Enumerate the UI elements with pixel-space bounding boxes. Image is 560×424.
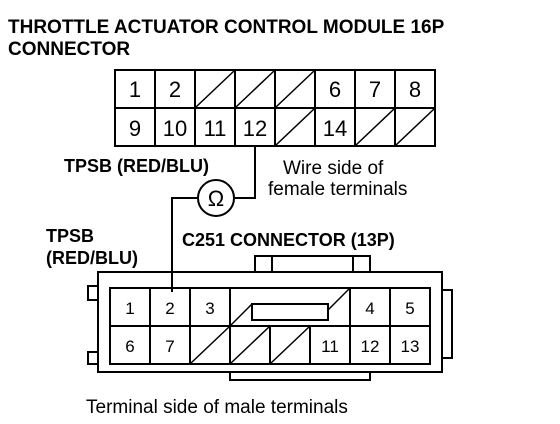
top-pin-10: 10 xyxy=(163,116,187,141)
c251-pin-7: 7 xyxy=(165,337,174,356)
ohmmeter-probe: Ω xyxy=(171,146,256,292)
tpsb-top-label: TPSB (RED/BLU) xyxy=(64,156,209,176)
top-pin-11: 11 xyxy=(204,116,227,141)
c251-pin-3: 3 xyxy=(205,299,214,318)
c251-pin-4: 4 xyxy=(365,299,374,318)
c251-connector: 1 2 3 4 5 6 7 11 12 13 xyxy=(87,255,453,381)
c251-pin-6: 6 xyxy=(125,337,134,356)
tpsb-left-line-2: (RED/BLU) xyxy=(46,248,138,268)
top-pin-8: 8 xyxy=(409,77,421,102)
c251-pin-11: 11 xyxy=(321,337,339,356)
c251-pin-5: 5 xyxy=(405,299,414,318)
title-line-1: THROTTLE ACTUATOR CONTROL MODULE 16P xyxy=(8,17,445,38)
c251-connector-title: C251 CONNECTOR (13P) xyxy=(182,230,395,250)
top-pin-6: 6 xyxy=(329,77,341,102)
top-pin-2: 2 xyxy=(169,77,181,102)
tpsb-left-line-1: TPSB xyxy=(46,226,94,246)
c251-pin-1: 1 xyxy=(125,299,134,318)
top-pin-12: 12 xyxy=(243,116,267,141)
wire-side-line-2: female terminals xyxy=(268,179,407,200)
top-pin-9: 9 xyxy=(129,116,141,141)
c251-pin-12: 12 xyxy=(361,337,380,356)
c251-pin-13: 13 xyxy=(401,337,420,356)
title-line-2: CONNECTOR xyxy=(8,39,130,60)
c251-pin-2: 2 xyxy=(165,299,174,318)
top-pin-14: 14 xyxy=(323,116,347,141)
terminal-side-caption: Terminal side of male terminals xyxy=(86,397,348,418)
top-pin-7: 7 xyxy=(369,77,381,102)
top-connector: 1 2 6 7 8 9 10 11 12 14 xyxy=(114,69,436,147)
ohm-icon: Ω xyxy=(208,186,224,211)
wire-side-line-1: Wire side of xyxy=(283,158,384,179)
top-pin-1: 1 xyxy=(129,77,141,102)
